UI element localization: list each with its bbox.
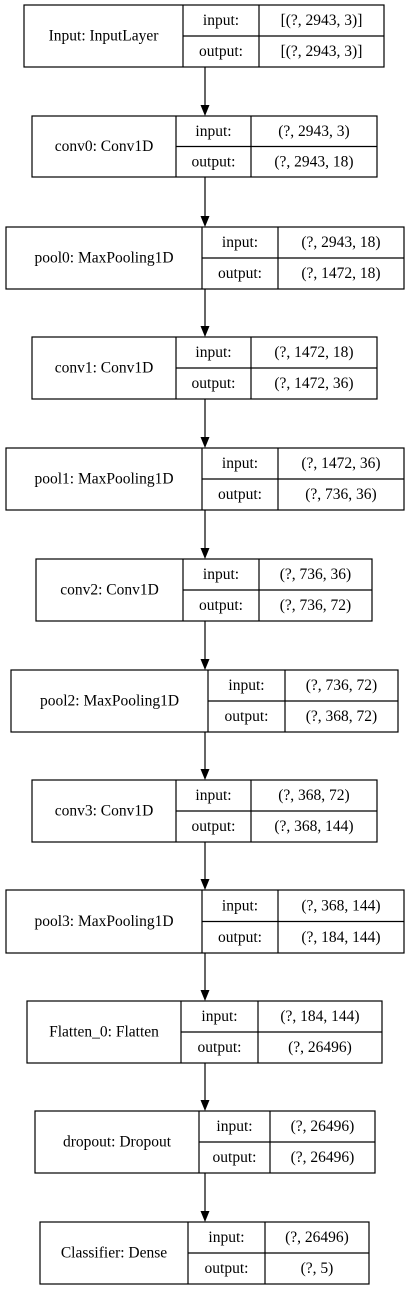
layer-node: pool3: MaxPooling1D input: output: (?, 368,… xyxy=(5,889,405,954)
arrowhead-icon xyxy=(200,659,210,670)
input-label: input: xyxy=(201,1008,237,1025)
input-shape: (?, 26496) xyxy=(285,1229,349,1246)
input-label: input: xyxy=(208,1229,244,1246)
output-shape: (?, 26496) xyxy=(288,1039,352,1056)
arrowhead-icon xyxy=(200,437,210,448)
input-shape: (?, 184, 144) xyxy=(280,1008,359,1025)
output-label: output: xyxy=(198,1039,242,1056)
edge-arrow xyxy=(200,1063,210,1111)
output-shape: (?, 736, 36) xyxy=(305,486,376,503)
input-shape: (?, 26496) xyxy=(291,1118,355,1135)
input-label: input: xyxy=(203,566,239,583)
layer-node: pool1: MaxPooling1D input: output: (?, 1472… xyxy=(5,447,405,511)
input-shape: (?, 1472, 36) xyxy=(301,455,380,472)
layer-node: Classifier: Dense input: output: (?, 26496)… xyxy=(39,1221,370,1285)
input-shape: (?, 736, 36) xyxy=(280,566,351,583)
output-shape: (?, 5) xyxy=(301,1260,334,1277)
output-label: output: xyxy=(218,486,262,503)
layer-name: conv2: Conv1D xyxy=(60,582,159,599)
layer-node: conv3: Conv1D input: output: (?, 368, 72) (?… xyxy=(31,779,378,843)
input-label: input: xyxy=(195,344,231,361)
output-shape: (?, 184, 144) xyxy=(301,929,380,946)
output-label: output: xyxy=(218,265,262,282)
output-label: output: xyxy=(192,818,236,835)
input-shape: [(?, 2943, 3)] xyxy=(281,12,363,29)
layer-name: conv1: Conv1D xyxy=(55,360,154,377)
layer-node: Input: InputLayer input: output: [(?, 2943,… xyxy=(23,4,385,68)
layer-node: pool2: MaxPooling1D input: output: (?, 736,… xyxy=(10,669,399,733)
arrowhead-icon xyxy=(200,1100,210,1111)
output-label: output: xyxy=(199,43,243,60)
input-shape: (?, 1472, 18) xyxy=(274,344,353,361)
input-label: input: xyxy=(195,787,231,804)
edge-arrow xyxy=(200,289,210,337)
output-shape: (?, 368, 72) xyxy=(306,708,377,725)
layer-name: conv3: Conv1D xyxy=(55,803,154,820)
input-label: input: xyxy=(203,12,239,29)
layer-name: pool3: MaxPooling1D xyxy=(34,913,173,930)
edge-arrow xyxy=(200,621,210,670)
output-shape: [(?, 2943, 3)] xyxy=(281,43,363,60)
output-label: output: xyxy=(192,375,236,392)
input-shape: (?, 2943, 3) xyxy=(278,123,349,140)
edge-arrow xyxy=(200,399,210,448)
input-label: input: xyxy=(222,897,258,914)
arrowhead-icon xyxy=(200,548,210,559)
layer-name: pool2: MaxPooling1D xyxy=(40,693,179,710)
arrowhead-icon xyxy=(200,990,210,1001)
arrowhead-icon xyxy=(200,879,210,890)
layer-node: conv0: Conv1D input: output: (?, 2943, 3) (?… xyxy=(31,115,378,178)
arrowhead-icon xyxy=(200,326,210,337)
output-shape: (?, 1472, 18) xyxy=(301,265,380,282)
layer-name: Input: InputLayer xyxy=(49,28,160,45)
input-shape: (?, 368, 72) xyxy=(278,787,349,804)
arrowhead-icon xyxy=(200,769,210,780)
output-shape: (?, 368, 144) xyxy=(274,818,353,835)
output-shape: (?, 1472, 36) xyxy=(274,375,353,392)
input-label: input: xyxy=(195,123,231,140)
edge-arrow xyxy=(200,67,210,116)
layer-node: conv1: Conv1D input: output: (?, 1472, 18) (… xyxy=(31,336,378,400)
edge-arrow xyxy=(200,842,210,890)
input-shape: (?, 736, 72) xyxy=(306,677,377,694)
output-label: output: xyxy=(199,597,243,614)
layer-node: dropout: Dropout input: output: (?, 26496) (… xyxy=(34,1110,376,1174)
input-label: input: xyxy=(222,455,258,472)
edge-arrow xyxy=(200,510,210,559)
arrowhead-icon xyxy=(200,1211,210,1222)
edge-arrow xyxy=(200,177,210,227)
input-label: input: xyxy=(216,1118,252,1135)
input-shape: (?, 368, 144) xyxy=(301,897,380,914)
output-shape: (?, 26496) xyxy=(291,1149,355,1166)
input-shape: (?, 2943, 18) xyxy=(301,234,380,251)
edge-arrow xyxy=(200,732,210,780)
layer-name: pool0: MaxPooling1D xyxy=(34,250,173,267)
input-label: input: xyxy=(228,677,264,694)
output-shape: (?, 2943, 18) xyxy=(274,153,353,170)
input-label: input: xyxy=(222,234,258,251)
layer-node: Flatten_0: Flatten input: output: (?, 184, … xyxy=(26,1000,383,1064)
edge-arrow xyxy=(200,953,210,1001)
output-label: output: xyxy=(225,708,269,725)
output-label: output: xyxy=(205,1260,249,1277)
output-shape: (?, 736, 72) xyxy=(280,597,351,614)
arrowhead-icon xyxy=(200,216,210,227)
layer-name: conv0: Conv1D xyxy=(55,138,154,155)
output-label: output: xyxy=(192,153,236,170)
arrowhead-icon xyxy=(200,105,210,116)
output-label: output: xyxy=(218,929,262,946)
layer-node: conv2: Conv1D input: output: (?, 736, 36) (?… xyxy=(35,558,373,622)
layer-name: dropout: Dropout xyxy=(63,1134,172,1151)
output-label: output: xyxy=(213,1149,257,1166)
layer-name: pool1: MaxPooling1D xyxy=(34,471,173,488)
layer-name: Flatten_0: Flatten xyxy=(49,1024,159,1041)
edge-arrow xyxy=(200,1173,210,1222)
layer-name: Classifier: Dense xyxy=(61,1245,167,1262)
layer-node: pool0: MaxPooling1D input: output: (?, 2943… xyxy=(5,226,405,290)
